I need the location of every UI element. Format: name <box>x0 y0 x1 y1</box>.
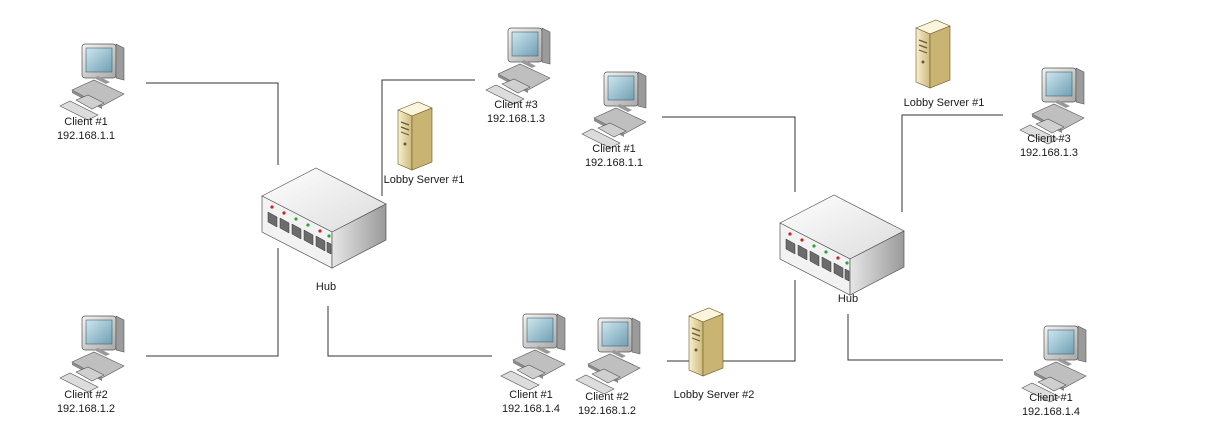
node-name: Lobby Server #1 <box>904 97 985 109</box>
node-name: Client #3 <box>1027 133 1070 145</box>
computer-icon <box>59 43 125 121</box>
left-hub: Hub <box>261 167 387 293</box>
node-ip: 192.168.1.2 <box>578 405 636 417</box>
node-name: Client #3 <box>494 99 537 111</box>
node-name: Client #1 <box>64 116 107 128</box>
left-client3: Client #3 192.168.1.3 <box>485 27 551 125</box>
node-name: Hub <box>316 281 336 293</box>
computer-icon <box>575 317 641 395</box>
link-client1-hub <box>146 82 279 165</box>
node-name: Lobby Server #2 <box>674 389 755 401</box>
bottom-client1: Client #1 192.168.1.4 <box>500 313 566 415</box>
left-client2: Client #2 192.168.1.2 <box>57 315 125 415</box>
node-ip: 192.168.1.4 <box>1022 406 1080 418</box>
node-ip: 192.168.1.1 <box>585 157 643 169</box>
right-client1: Client #1 192.168.1.1 <box>581 71 647 169</box>
node-name: Client #1 <box>592 143 635 155</box>
node-name: Client #2 <box>585 391 628 403</box>
left-lobby-server1: Lobby Server #1 <box>384 101 465 186</box>
link-lobby2-hub <box>667 280 796 362</box>
node-ip: 192.168.1.4 <box>502 403 560 415</box>
node-ip: 192.168.1.3 <box>1020 147 1078 159</box>
link-client3-hub <box>381 79 475 196</box>
right-client3: Client #3 192.168.1.3 <box>1019 67 1085 159</box>
link-hub-rclient4 <box>847 314 1003 361</box>
computer-icon <box>500 313 566 391</box>
node-name: Client #2 <box>64 389 107 401</box>
node-name: Client #1 <box>509 389 552 401</box>
node-ip: 192.168.1.1 <box>57 130 115 142</box>
node-name: Lobby Server #1 <box>384 174 465 186</box>
link-hub-bottom-client1 <box>327 306 492 357</box>
left-network-links <box>146 79 492 357</box>
computer-icon <box>59 315 125 393</box>
node-ip: 192.168.1.3 <box>487 113 545 125</box>
left-client1: Client #1 192.168.1.1 <box>57 43 125 142</box>
hub-icon <box>261 167 387 269</box>
link-client2-hub <box>146 248 279 357</box>
lobby-server2: Lobby Server #2 <box>674 307 755 401</box>
server-icon <box>915 19 951 89</box>
computer-icon <box>485 27 551 105</box>
computer-icon <box>581 71 647 149</box>
node-name: Client #1 <box>1029 392 1072 404</box>
right-client4: Client #1 192.168.1.4 <box>1021 325 1087 418</box>
hub-icon <box>779 194 905 296</box>
right-hub: Hub <box>779 194 905 305</box>
right-lobby-server1: Lobby Server #1 <box>904 19 985 109</box>
link-hub-rclient3 <box>901 114 1003 212</box>
bottom-client2: Client #2 192.168.1.2 <box>575 317 641 417</box>
computer-icon <box>1021 325 1087 403</box>
server-icon <box>688 307 724 377</box>
link-rclient1-hub <box>662 116 796 192</box>
node-ip: 192.168.1.2 <box>57 403 115 415</box>
node-name: Hub <box>838 293 858 305</box>
server-icon <box>397 101 433 171</box>
